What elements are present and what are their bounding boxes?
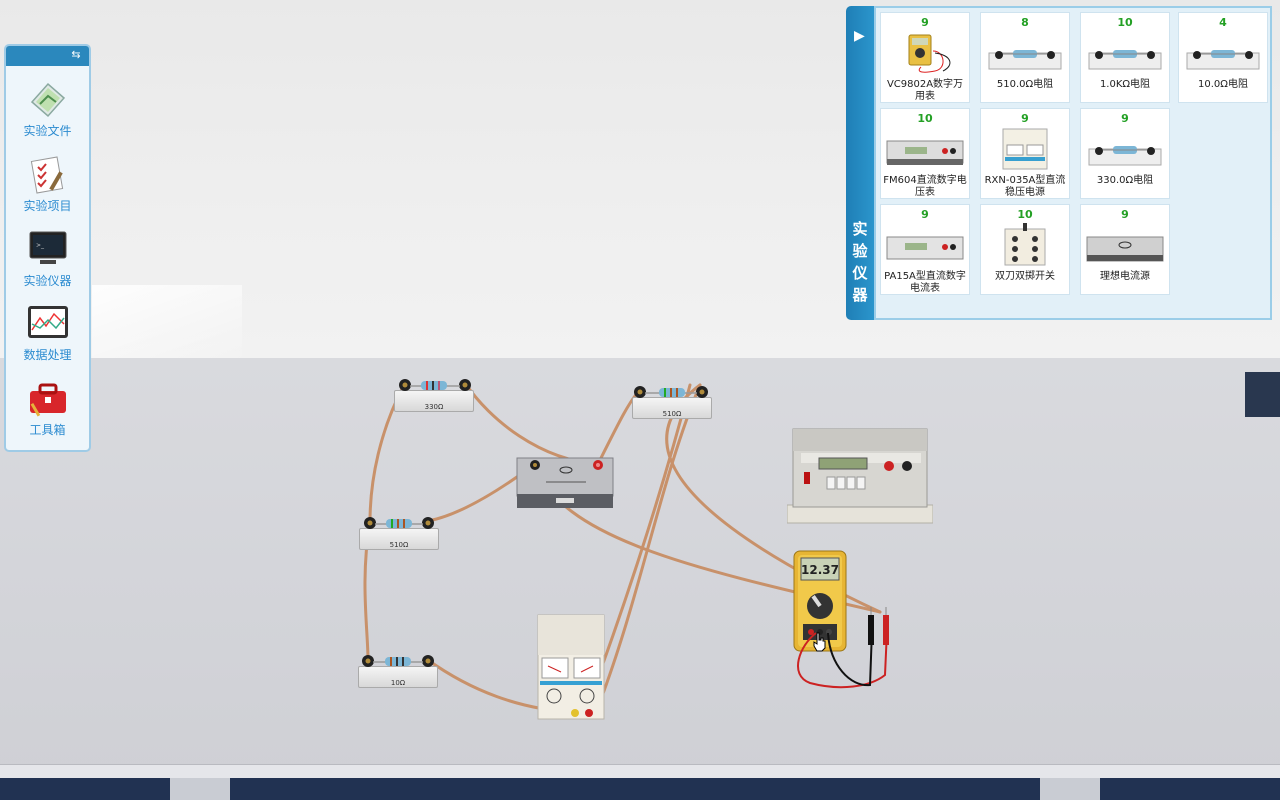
switch-thumbnail [1004,223,1046,266]
instrument-label: RXN-035A型直流稳压电源 [984,175,1066,198]
instrument-panel-tab[interactable]: ▶ 实验仪器 [846,6,874,320]
instrument-count: 10 [1117,16,1133,29]
resistor-value-label: 10Ω [390,679,406,687]
instrument-card-resistor-510[interactable]: 8 510.0Ω电阻 [980,12,1070,103]
instrument-count: 10 [917,112,933,125]
resistor-thumbnail [988,50,1062,70]
sidebar-header: ⇆ [6,46,89,66]
bench-leg [1040,778,1100,800]
resistor-body [362,655,434,667]
instrument-card-power-supply[interactable]: 9 RXN-035A型直流稳压电源 [980,108,1070,199]
resistor-body [634,386,708,398]
resistor-thumbnail [1088,146,1162,166]
bench-edge [0,764,1280,778]
swap-icon[interactable]: ⇆ [71,48,81,61]
instrument-label: 510.0Ω电阻 [996,79,1054,90]
resistor-value-label: 510Ω [662,410,682,418]
wall-light [92,285,242,365]
instrument-card-dpdt-switch[interactable]: 10 双刀双掷开关 [980,204,1070,295]
instrument-label: FM604直流数字电压表 [883,175,967,198]
ideal-current-source[interactable] [516,456,614,512]
hand-cursor-icon [813,632,826,652]
resistor-thumbnail [1088,50,1162,70]
instrument-count: 10 [1017,208,1033,221]
resistor-body [399,379,471,391]
instrument-label: VC9802A数字万用表 [886,79,964,102]
instrument-panel-title: 实验仪器 [852,220,868,304]
instrument-label: PA15A型直流数字电流表 [884,271,966,294]
multimeter-display: 12.37 [801,563,839,577]
sidebar-item-label: 实验文件 [23,124,72,138]
sidebar-item-label: 工具箱 [29,423,66,437]
resistor-10[interactable]: 10Ω [358,654,438,690]
wire [594,383,702,714]
dc-power-supply[interactable] [537,614,605,722]
instrument-label: 330.0Ω电阻 [1096,175,1154,186]
collapse-arrow-icon[interactable]: ▶ [854,28,865,44]
instrument-count: 9 [921,208,929,221]
instrument-count: 9 [1021,112,1029,125]
bench-corner [1245,372,1280,417]
resistor-510-left[interactable]: 510Ω [359,516,439,552]
resistor-base [358,666,438,688]
resistor-body [364,517,434,529]
chart-icon [26,302,70,344]
instrument-label: 10.0Ω电阻 [1198,79,1248,90]
instrument-panel: 9 VC9802A数字万用表 8 510.0Ω电阻 10 1.0KΩ电阻 [874,6,1272,320]
multimeter-probes[interactable] [790,605,900,695]
instrument-card-current-source[interactable]: 9 理想电流源 [1080,204,1170,295]
file-icon [26,78,70,120]
digital-multimeter[interactable]: 12.37 [793,550,847,652]
instrument-count: 9 [1121,208,1129,221]
power-supply-thumbnail [1002,128,1048,170]
checklist-icon [26,153,70,195]
resistor-value-label: 510Ω [389,541,409,549]
sidebar-item-experiment-file[interactable]: 实验文件 [6,72,89,146]
resistor-thumbnail [1186,50,1260,70]
sidebar: ⇆ 实验文件 实验项目 >_ [4,44,91,452]
sidebar-item-experiment-project[interactable]: 实验项目 [6,147,89,221]
resistor-510-top[interactable]: 510Ω [632,385,712,421]
dc-voltmeter[interactable] [787,425,933,525]
sidebar-item-toolbox[interactable]: 工具箱 [6,371,89,445]
monitor-icon: >_ [26,228,70,270]
instrument-card-resistor-10[interactable]: 4 10.0Ω电阻 [1178,12,1268,103]
lab-bench [0,358,1280,776]
resistor-base [632,397,712,419]
instrument-card-ammeter[interactable]: 9 PA15A型直流数字电流表 [880,204,970,295]
instrument-card-voltmeter[interactable]: 10 FM604直流数字电压表 [880,108,970,199]
sidebar-item-instruments[interactable]: >_ 实验仪器 [6,222,89,296]
voltmeter-thumbnail [886,140,964,165]
wire [463,381,600,466]
bench-base [0,778,1280,800]
instrument-card-multimeter[interactable]: 9 VC9802A数字万用表 [880,12,970,103]
resistor-base [359,528,439,550]
instrument-count: 9 [921,16,929,29]
instrument-count: 9 [1121,112,1129,125]
multimeter-thumbnail [908,34,951,73]
instrument-card-resistor-330[interactable]: 9 330.0Ω电阻 [1080,108,1170,199]
sidebar-item-label: 数据处理 [23,348,72,362]
sidebar-item-data-processing[interactable]: 数据处理 [6,296,89,370]
sidebar-item-label: 实验仪器 [23,274,72,288]
resistor-base [394,390,474,412]
toolbox-icon [26,377,70,419]
svg-text:>_: >_ [36,242,45,249]
instrument-label: 双刀双掷开关 [995,271,1055,282]
sidebar-item-label: 实验项目 [23,199,72,213]
instrument-count: 8 [1021,16,1029,29]
ammeter-thumbnail [886,236,964,260]
bench-leg [170,778,230,800]
current-source-thumbnail [1086,236,1164,262]
instrument-label: 1.0KΩ电阻 [1099,79,1151,90]
resistor-value-label: 330Ω [424,403,444,411]
instrument-count: 4 [1219,16,1227,29]
instrument-label: 理想电流源 [1100,271,1150,282]
instrument-card-resistor-1k[interactable]: 10 1.0KΩ电阻 [1080,12,1170,103]
resistor-330[interactable]: 330Ω [394,378,474,414]
